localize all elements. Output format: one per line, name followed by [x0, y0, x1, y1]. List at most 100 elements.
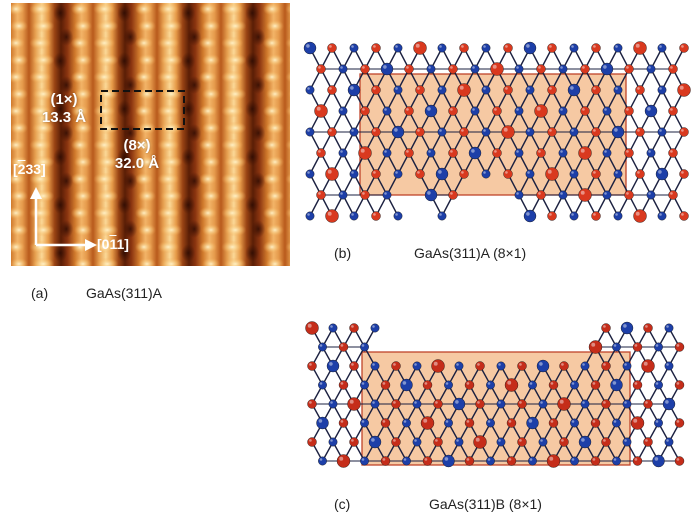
atom-highlight	[507, 380, 512, 385]
as-atom	[679, 127, 689, 137]
atom-highlight	[487, 382, 491, 385]
atom-highlight	[659, 129, 662, 132]
atom-highlight	[560, 150, 563, 153]
ga-atom	[470, 106, 480, 116]
as-atom	[490, 62, 504, 76]
stm-trough	[181, 196, 196, 214]
stm-protrusion	[285, 139, 290, 151]
stm-protrusion	[29, 206, 52, 220]
as-atom	[422, 380, 433, 390]
as-atom	[559, 437, 569, 447]
atom-highlight	[648, 66, 651, 69]
ga-atom	[569, 127, 579, 137]
stm-protrusion	[29, 104, 52, 118]
atom-highlight	[637, 171, 640, 174]
atom-highlight	[362, 192, 365, 195]
caption-b-letter: (b)	[334, 245, 352, 261]
as-atom	[547, 85, 557, 95]
atom-highlight	[529, 382, 533, 385]
atom-highlight	[536, 106, 541, 111]
ga-atom	[468, 146, 482, 160]
atom-highlight	[593, 129, 596, 132]
as-atom	[632, 380, 643, 390]
atom-highlight	[351, 363, 354, 366]
atom-highlight	[329, 87, 332, 90]
atom-highlight	[538, 150, 541, 153]
atom-highlight	[360, 148, 365, 153]
ga-atom	[657, 211, 667, 221]
ga-atom	[523, 41, 537, 55]
atom-highlight	[519, 401, 522, 404]
ga-atom	[402, 418, 411, 428]
ga-atom	[328, 323, 338, 333]
atom-highlight	[571, 129, 574, 132]
stm-protrusion	[70, 172, 89, 186]
ga-atom	[360, 342, 369, 352]
ga-atom	[569, 211, 579, 221]
period-8x: (8×)	[123, 137, 151, 154]
ga-atom	[654, 342, 663, 352]
caption-c-letter: (c)	[334, 496, 351, 512]
ga-atom	[602, 190, 612, 200]
atom-highlight	[494, 150, 497, 153]
as-atom	[415, 169, 425, 179]
ga-atom	[538, 399, 548, 409]
atom-highlight	[339, 456, 344, 461]
atom-highlight	[498, 401, 501, 404]
stm-protrusion	[11, 155, 28, 169]
ga-atom	[569, 43, 579, 53]
atom-highlight	[472, 66, 475, 69]
atom-highlight	[373, 213, 376, 216]
atom-highlight	[561, 363, 564, 366]
ga-atom	[496, 437, 506, 447]
as-atom	[517, 399, 527, 409]
stm-trough	[251, 28, 266, 46]
as-atom	[360, 64, 370, 74]
atom-highlight	[571, 458, 575, 461]
ga-atom	[370, 399, 380, 409]
atom-highlight	[351, 213, 354, 216]
ga-atom	[664, 361, 674, 371]
atom-highlight	[503, 127, 508, 132]
stm-trough	[53, 52, 68, 70]
crystal-direction-arrows	[30, 187, 97, 251]
atom-highlight	[427, 191, 431, 195]
atom-highlight	[615, 213, 618, 216]
as-atom	[503, 169, 513, 179]
atom-highlight	[433, 361, 438, 366]
ga-atom	[523, 209, 537, 223]
as-atom	[420, 416, 435, 430]
atom-highlight	[309, 363, 312, 366]
ga-atom	[318, 456, 327, 466]
stm-protrusion	[134, 104, 153, 118]
atom-highlight	[340, 382, 344, 385]
atom-highlight	[383, 65, 387, 69]
atom-highlight	[645, 401, 648, 404]
stm-protrusion	[134, 70, 153, 84]
stm-trough	[181, 244, 196, 262]
stm-protrusion	[93, 206, 116, 220]
as-atom	[536, 64, 546, 74]
stm-protrusion	[285, 241, 290, 253]
as-atom	[506, 418, 517, 428]
as-atom	[404, 106, 414, 116]
atom-highlight	[519, 439, 522, 442]
atom-highlight	[670, 66, 673, 69]
atom-highlight	[505, 171, 508, 174]
stm-trough	[245, 148, 260, 166]
stm-protrusion	[11, 206, 25, 220]
ga-atom	[538, 437, 548, 447]
atom-highlight	[330, 325, 333, 328]
stm-protrusion	[198, 240, 217, 254]
stm-protrusion	[224, 87, 247, 101]
atom-highlight	[527, 129, 530, 132]
atom-highlight	[604, 150, 607, 153]
stm-protrusion	[198, 172, 217, 186]
as-atom	[404, 148, 414, 158]
atom-highlight	[666, 363, 669, 366]
stm-trough	[59, 124, 74, 142]
stm-protrusion	[11, 172, 25, 186]
ga-atom	[567, 83, 581, 97]
atom-highlight	[643, 361, 648, 366]
atom-highlight	[361, 420, 365, 423]
